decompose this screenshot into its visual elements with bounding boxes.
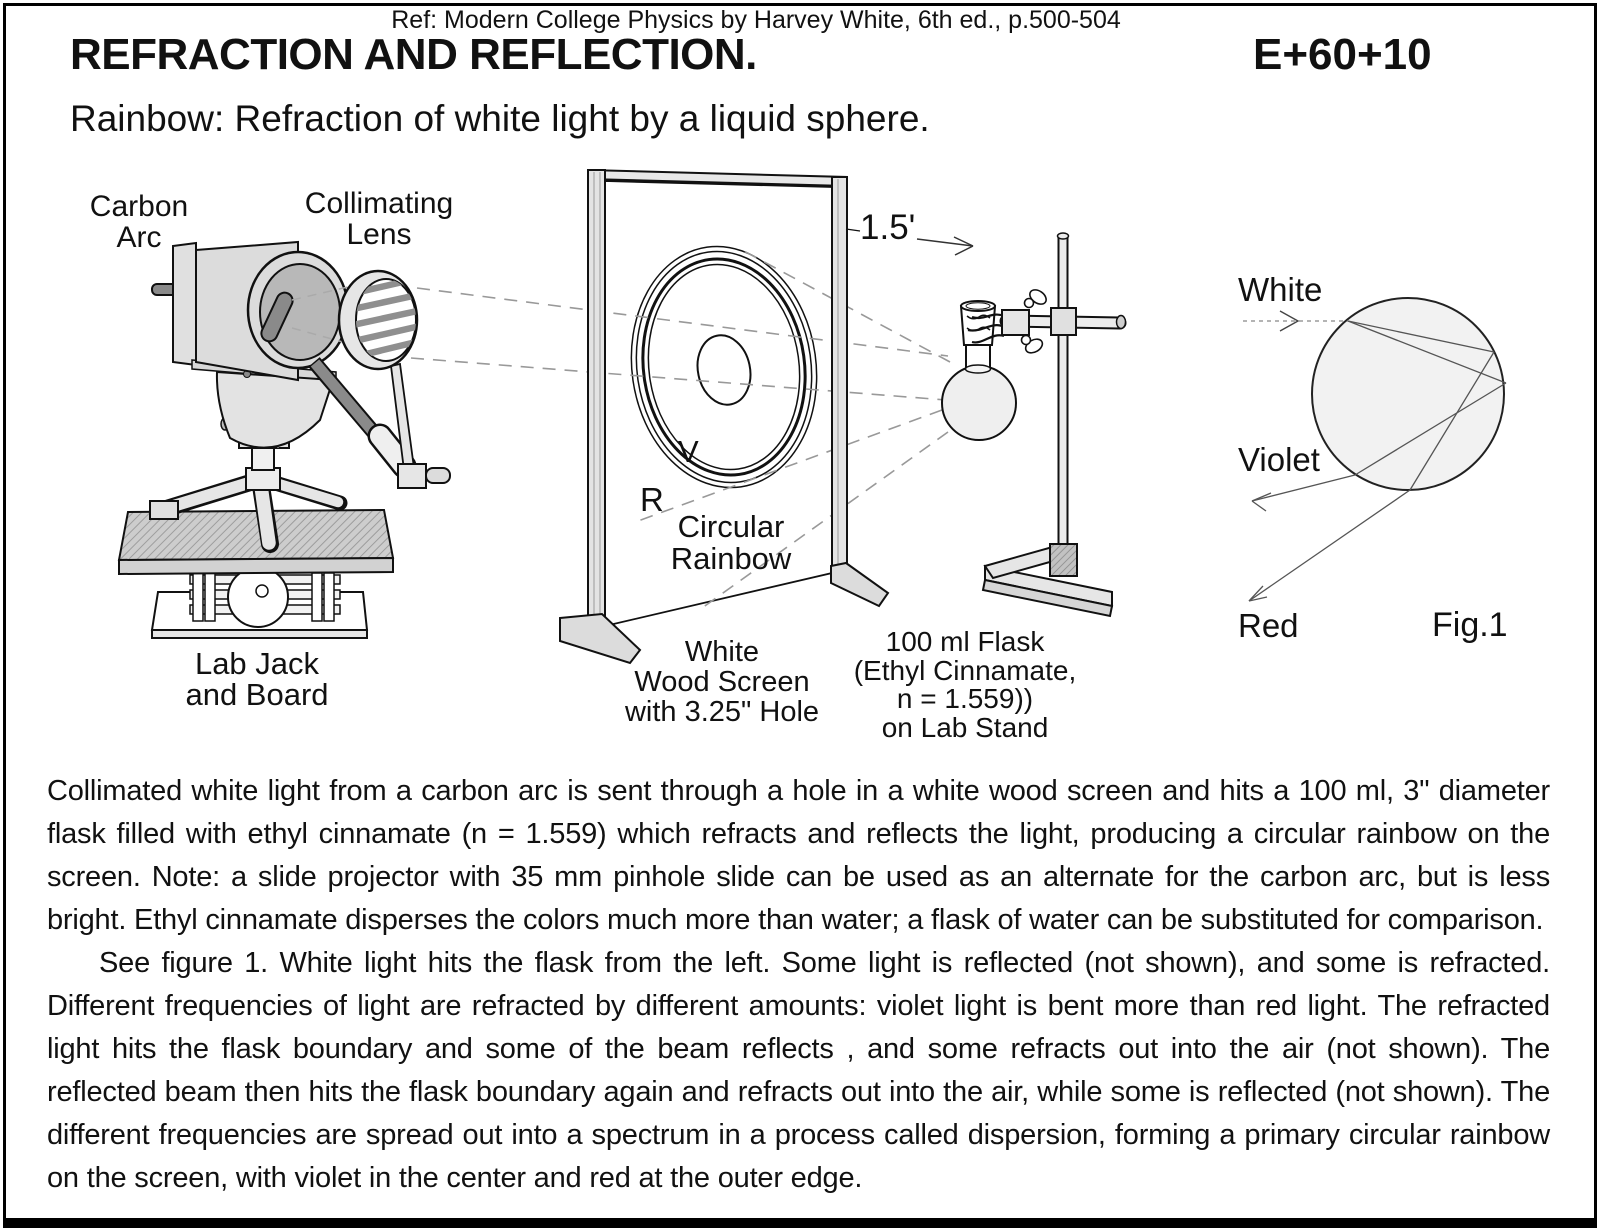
flask-label-line1: 100 ml Flask xyxy=(885,626,1045,657)
lab-jack-label-line2: and Board xyxy=(185,677,329,712)
screen-label-line1: White xyxy=(684,636,760,668)
circular-rainbow-label-line2: Rainbow xyxy=(670,541,792,576)
screen-label-line3: with 3.25" Hole xyxy=(624,696,820,728)
circular-rainbow-label-line1: Circular xyxy=(677,509,785,544)
distance-label: 1.5' xyxy=(860,208,916,247)
flask-drawing xyxy=(941,300,1017,441)
carbon-arc-label: Carbon Arc xyxy=(90,191,188,253)
distance-arrow xyxy=(916,236,974,256)
lamp-board-drawing xyxy=(117,508,395,576)
flask-label: 100 ml Flask (Ethyl Cinnamate, n = 1.559… xyxy=(853,626,1077,743)
circular-rainbow-label: Circular Rainbow xyxy=(671,511,792,575)
flask-label-line2: (Ethyl Cinnamate, xyxy=(853,654,1077,686)
demo-code: E+60+10 xyxy=(1253,30,1432,79)
collimating-lens-label-line1: Collimating xyxy=(304,187,454,220)
fig1-white-label: White xyxy=(1238,271,1323,308)
page-title: REFRACTION AND REFLECTION. xyxy=(70,30,757,79)
fig1-red-label: Red xyxy=(1238,607,1299,644)
tripod-drawing xyxy=(149,401,348,553)
apparatus-diagram xyxy=(117,168,1507,665)
screen-label-line2: Wood Screen xyxy=(634,666,810,698)
collimating-lens-label-line2: Lens xyxy=(346,218,412,251)
description-paragraph-2: See figure 1. White light hits the flask… xyxy=(47,947,1550,1194)
fig1-violet-label: Violet xyxy=(1238,441,1320,478)
fig1-sphere xyxy=(1311,297,1505,491)
lab-jack-label: Lab Jack and Board xyxy=(185,648,328,710)
collimating-lens-label: Collimating Lens xyxy=(305,188,453,250)
carbon-arc-label-line1: Carbon xyxy=(89,190,189,223)
fig1-drawing xyxy=(1243,297,1507,602)
flask-label-line3: n = 1.559)) xyxy=(896,683,1034,714)
screen-drawing xyxy=(410,168,974,665)
description-paragraph-1: Collimated white light from a carbon arc… xyxy=(47,775,1550,936)
carbon-arc-label-line2: Arc xyxy=(116,221,162,254)
clamp-drawing xyxy=(967,289,1047,354)
screen-hole xyxy=(696,334,752,406)
description-text: Collimated white light from a carbon arc… xyxy=(47,770,1550,1200)
collimating-lens-drawing xyxy=(337,269,419,371)
lab-jack-label-line1: Lab Jack xyxy=(194,646,320,681)
red-ring-mark: R xyxy=(640,481,664,518)
screen-label: White Wood Screen with 3.25" Hole xyxy=(625,637,819,727)
circular-rainbow-rings xyxy=(630,245,818,489)
lab-stand-drawing xyxy=(981,232,1127,618)
carbon-arc-drawing xyxy=(151,240,451,489)
fig1-caption: Fig.1 xyxy=(1432,606,1508,644)
violet-ring-mark: V xyxy=(678,434,699,469)
reference-line: Ref: Modern College Physics by Harvey Wh… xyxy=(391,6,1121,34)
lab-jack-drawing xyxy=(150,566,369,639)
flask-label-line4: on Lab Stand xyxy=(881,711,1049,743)
page-subtitle: Rainbow: Refraction of white light by a … xyxy=(70,98,930,139)
